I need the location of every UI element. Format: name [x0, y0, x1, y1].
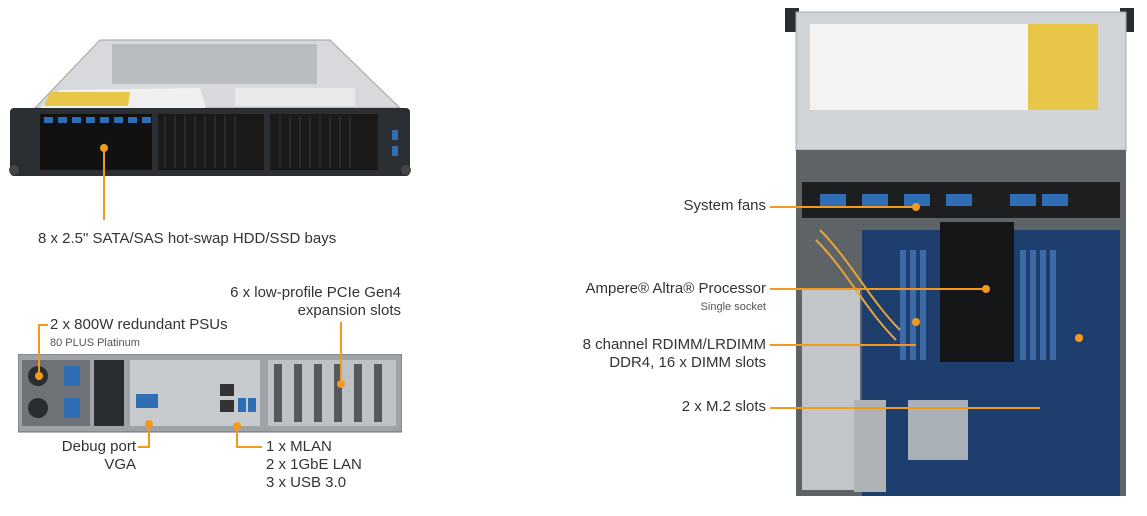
pcie-line-1: 6 x low-profile PCIe Gen4: [230, 284, 401, 301]
memory-marker-a: [912, 318, 920, 326]
io-leader-h: [236, 446, 262, 448]
psu-label: 2 x 800W redundant PSUs 80 PLUS Platinum: [50, 316, 228, 352]
fans-label: System fans: [683, 197, 766, 214]
mlan-text: 1 x MLAN: [266, 438, 332, 455]
io-marker: [233, 422, 241, 430]
debug-leader-h: [138, 446, 150, 448]
memory-line-2: DDR4, 16 x DIMM slots: [609, 354, 766, 371]
fans-leader: [770, 206, 914, 208]
processor-marker: [982, 285, 990, 293]
debug-port-text: Debug port: [61, 438, 136, 455]
usb-text: 3 x USB 3.0: [266, 474, 347, 491]
memory-leader: [770, 344, 916, 346]
io-leader-v: [236, 426, 238, 448]
drive-bays-label: 8 x 2.5" SATA/SAS hot-swap HDD/SSD bays: [38, 230, 337, 247]
drive-bays-leader: [103, 148, 105, 220]
lan-text: 2 x 1GbE LAN: [266, 456, 362, 473]
fans-marker: [912, 203, 920, 211]
psu-leader-h: [38, 324, 48, 326]
pcie-line-2: expansion slots: [297, 302, 401, 319]
server-rear-view-image: [18, 354, 402, 433]
psu-leader-v: [38, 324, 40, 376]
processor-sub: Single socket: [700, 301, 766, 313]
debug-marker: [145, 420, 153, 428]
debug-vga-label: Debug port VGA: [40, 438, 136, 474]
vga-text: VGA: [104, 456, 136, 473]
debug-leader-v: [148, 424, 150, 448]
io-ports-label: 1 x MLAN 2 x 1GbE LAN 3 x USB 3.0: [266, 438, 362, 492]
drive-bays-marker: [100, 144, 108, 152]
m2-marker: [1075, 334, 1083, 342]
m2-leader: [770, 407, 1040, 409]
m2-label: 2 x M.2 slots: [681, 398, 766, 415]
psu-line-2: 80 PLUS Platinum: [50, 337, 140, 349]
psu-marker: [35, 372, 43, 380]
pcie-marker: [337, 380, 345, 388]
memory-label: 8 channel RDIMM/LRDIMM DDR4, 16 x DIMM s…: [540, 336, 766, 372]
processor-name: Ampere® Altra® Processor: [585, 280, 767, 297]
server-front-view-image: [9, 39, 411, 176]
processor-label: Ampere® Altra® Processor Single socket: [560, 280, 767, 316]
processor-leader: [770, 288, 984, 290]
pcie-leader: [340, 322, 342, 384]
pcie-label: 6 x low-profile PCIe Gen4 expansion slot…: [190, 284, 401, 320]
memory-line-1: 8 channel RDIMM/LRDIMM: [582, 336, 766, 353]
psu-line-1: 2 x 800W redundant PSUs: [50, 316, 228, 333]
server-top-view-image: [785, 8, 1134, 496]
